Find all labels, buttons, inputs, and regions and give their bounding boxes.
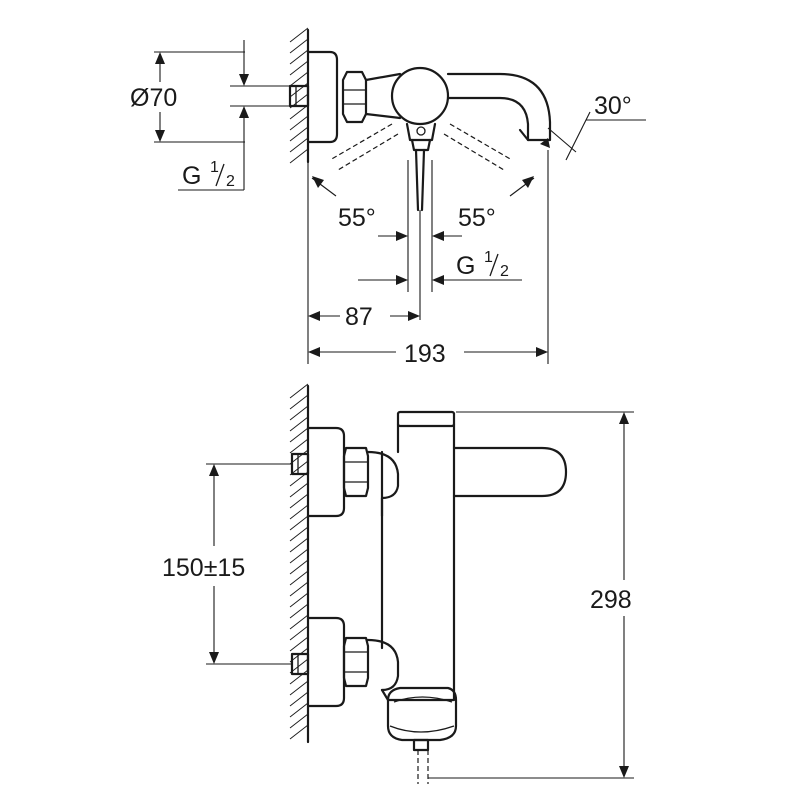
label-thread-left-num: 1: [210, 159, 219, 176]
hex-nut-upper: [342, 446, 370, 498]
label-dim-87: 87: [345, 303, 373, 331]
wall-hatch-line: [289, 416, 309, 432]
wall-hatch-line: [289, 526, 309, 542]
wall-hatch-line: [289, 137, 309, 153]
wall-hatch-line: [289, 680, 309, 696]
dimension-diameter-70: Ø70: [128, 51, 245, 143]
mixer-body-circle: [390, 66, 450, 126]
spout-top: [446, 72, 552, 142]
wall-hatch-line: [289, 581, 309, 597]
label-dim-193: 193: [404, 340, 446, 368]
pipe-nipple-lower: [290, 652, 310, 676]
top-cap: [396, 410, 456, 428]
s-connector-upper: [366, 450, 400, 518]
wall-hatch-line: [289, 27, 309, 43]
hose-outlet: [412, 738, 430, 752]
wall-hatch-line: [289, 669, 309, 685]
dimension-angle-30: 30°: [540, 92, 646, 161]
top-view: Ø70 G 1 2 30° 55° 55°: [128, 27, 646, 368]
dimension-thread-left: G 1 2: [178, 40, 290, 191]
wall-hatch-line: [289, 592, 309, 608]
wall-hatch-line: [289, 724, 309, 740]
label-dim-298: 298: [590, 586, 632, 614]
label-angle-30: 30°: [594, 92, 632, 120]
wall-hatch-line: [289, 504, 309, 520]
connector-top: [364, 72, 402, 120]
label-diameter-70: Ø70: [130, 84, 177, 112]
wall-hatch-line: [289, 71, 309, 87]
wall-hatch-line: [289, 383, 309, 399]
outlet-base: [386, 686, 458, 742]
wall-hatch-line: [289, 438, 309, 454]
label-thread-left-den: 2: [226, 173, 235, 190]
wall-hatch-line: [289, 427, 309, 443]
pipe-nipple-top: [288, 84, 310, 108]
wall-hatch-line: [289, 636, 309, 652]
label-thread-left-prefix: G: [182, 162, 201, 190]
dimension-150: 150±15: [162, 463, 292, 665]
wall-hatch-line: [289, 405, 309, 421]
lever-rotation-left: [329, 123, 399, 171]
wall-hatch-line: [289, 148, 309, 164]
wall-hatch-line: [289, 38, 309, 54]
label-dim-150: 150±15: [162, 554, 245, 582]
wall-hatch-line: [289, 691, 309, 707]
wall-hatch-line: [289, 515, 309, 531]
side-view: 150±15 298: [162, 383, 634, 784]
wall-hatch-line: [289, 493, 309, 509]
wall-top: [289, 27, 310, 164]
dimension-193: 193: [308, 150, 549, 368]
dimension-thread-bottom: G 1 2: [358, 160, 522, 292]
wall-hatch-line: [289, 60, 309, 76]
wall-hatch-line: [289, 625, 309, 641]
wall-hatch-line: [289, 537, 309, 553]
wall-hatch-line: [289, 603, 309, 619]
wall-hatch-line: [289, 104, 309, 120]
wall-side: [289, 383, 310, 744]
hex-nut-top: [341, 70, 368, 124]
wall-hatch-line: [289, 570, 309, 586]
wall-rosette-top: [306, 50, 339, 144]
wall-rosette-lower: [306, 616, 346, 708]
dimension-87: 87: [307, 162, 421, 364]
pipe-nipple-upper: [290, 452, 310, 476]
wall-hatch-line: [289, 614, 309, 630]
wall-hatch-line: [289, 482, 309, 498]
label-thread-bottom-prefix: G: [456, 252, 475, 280]
mixer-body-side: [380, 422, 456, 702]
wall-hatch-line: [289, 126, 309, 142]
lever-handle-side: [452, 446, 568, 498]
hex-nut-lower: [342, 636, 370, 688]
wall-hatch-line: [289, 394, 309, 410]
wall-hatch-line: [289, 713, 309, 729]
wall-hatch-line: [289, 115, 309, 131]
wall-rosette-upper: [306, 426, 346, 518]
dimension-298: 298: [428, 411, 634, 779]
lever-rotation-right: [443, 123, 513, 171]
wall-hatch-line: [289, 548, 309, 564]
label-thread-bottom-den: 2: [500, 263, 509, 280]
wall-hatch-line: [289, 702, 309, 718]
label-angle-55-right: 55°: [458, 204, 496, 232]
wall-hatch-line: [289, 559, 309, 575]
label-angle-55-left: 55°: [338, 204, 376, 232]
label-thread-bottom-num: 1: [484, 249, 493, 266]
lever-handle-top: [405, 122, 437, 142]
wall-hatch-line: [289, 49, 309, 65]
